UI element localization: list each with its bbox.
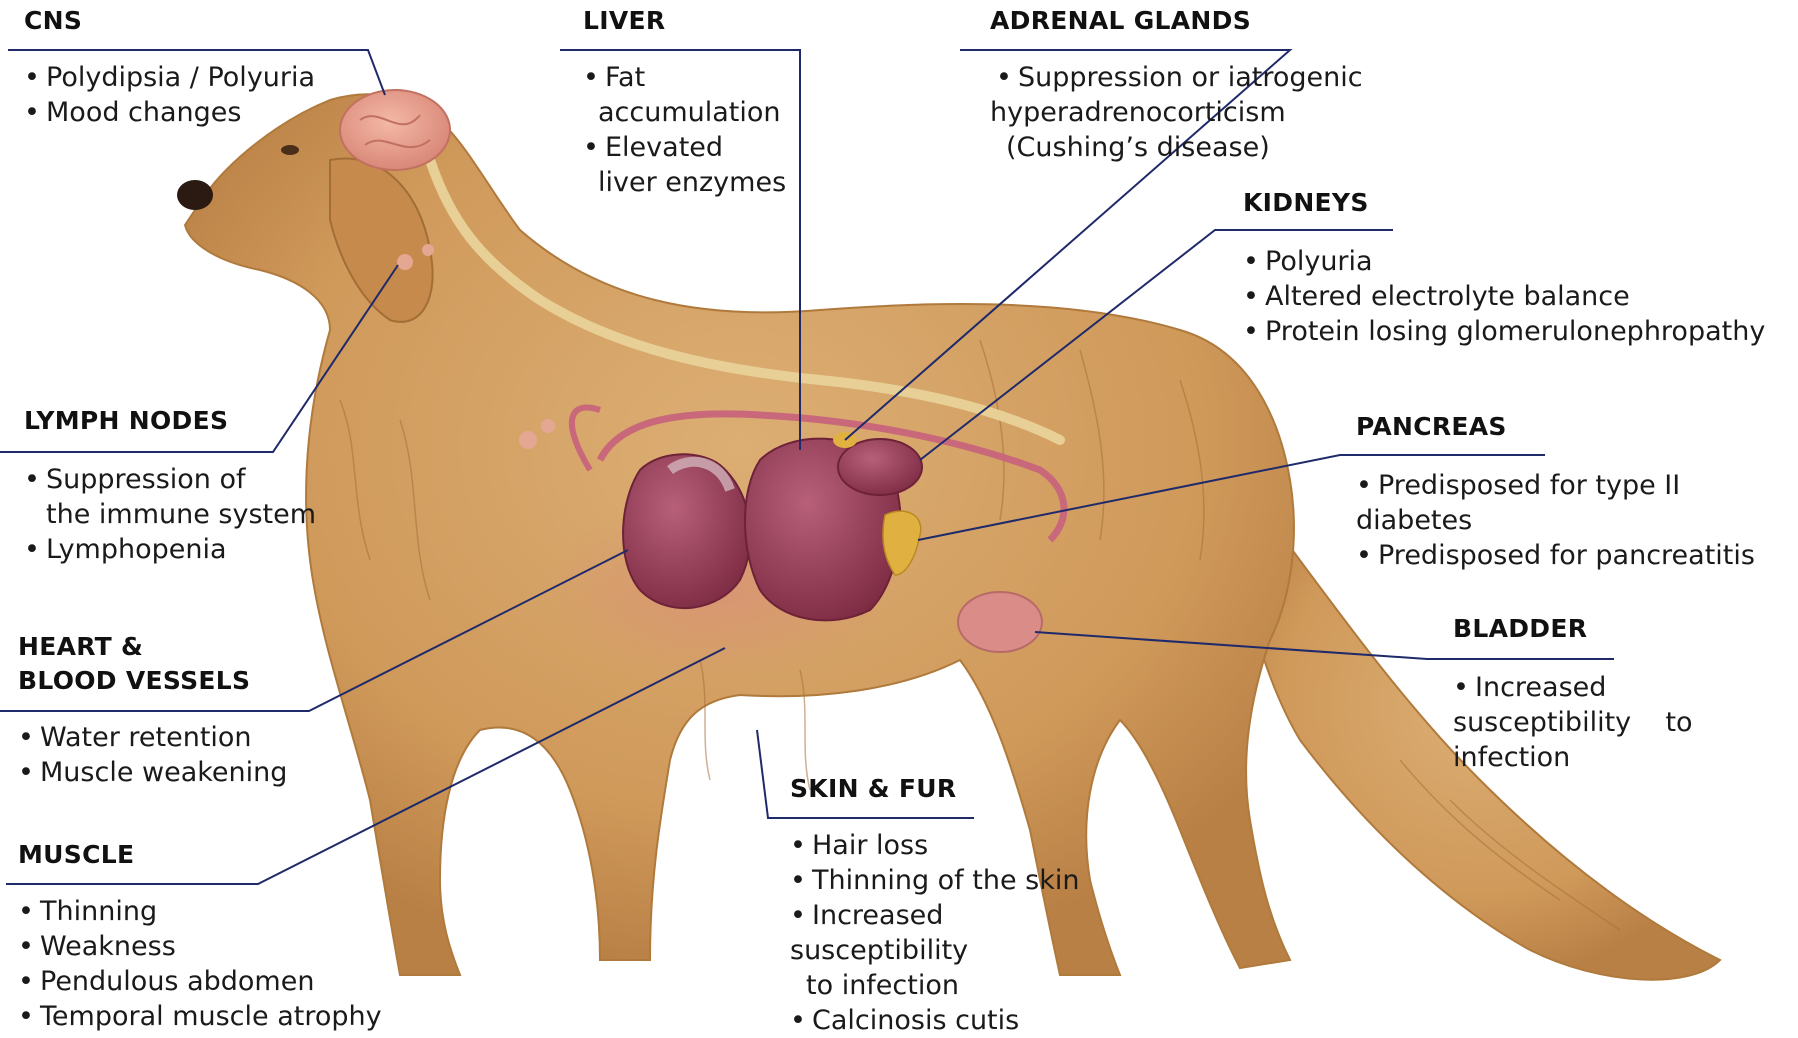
callout-bladder: BLADDER •Increased susceptibility to inf… bbox=[1453, 612, 1693, 775]
callout-title: ADRENAL GLANDS bbox=[990, 4, 1363, 38]
list-item-continuation: hyperadrenocorticism bbox=[990, 95, 1363, 130]
list-item: •Increased bbox=[1453, 670, 1693, 705]
list-item: •Suppression of bbox=[24, 462, 316, 497]
callout-muscle: MUSCLE •Thinning •Weakness •Pendulous ab… bbox=[18, 838, 382, 1034]
list-item-continuation: accumulation bbox=[583, 95, 786, 130]
list-item: •Mood changes bbox=[24, 95, 315, 130]
list-item: •Altered electrolyte balance bbox=[1243, 279, 1765, 314]
list-item: •Temporal muscle atrophy bbox=[18, 999, 382, 1034]
bladder bbox=[958, 592, 1042, 652]
list-item: •Thinning of the skin bbox=[790, 863, 1079, 898]
list-item: •Weakness bbox=[18, 929, 382, 964]
list-item: •Thinning bbox=[18, 894, 382, 929]
callout-title-line1: HEART & bbox=[18, 630, 287, 664]
kidney bbox=[838, 439, 922, 495]
list-item: •Polydipsia / Polyuria bbox=[24, 60, 315, 95]
callout-cns: CNS •Polydipsia / Polyuria •Mood changes bbox=[24, 4, 315, 130]
callout-title: BLADDER bbox=[1453, 612, 1693, 646]
list-item: •Predisposed for type II bbox=[1356, 468, 1755, 503]
heart bbox=[623, 454, 750, 608]
callout-adrenal-glands: ADRENAL GLANDS •Suppression or iatrogeni… bbox=[990, 4, 1363, 165]
callout-kidneys: KIDNEYS •Polyuria •Altered electrolyte b… bbox=[1243, 186, 1765, 349]
list-item: •Suppression or iatrogenic bbox=[990, 60, 1363, 95]
list-item-continuation: infection bbox=[1453, 740, 1693, 775]
list-item: •Polyuria bbox=[1243, 244, 1765, 279]
list-item: •Water retention bbox=[18, 720, 287, 755]
callout-liver: LIVER •Fat accumulation •Elevated liver … bbox=[583, 4, 786, 200]
brain bbox=[340, 90, 450, 170]
callout-title: LIVER bbox=[583, 4, 786, 38]
callout-title: SKIN & FUR bbox=[790, 772, 1079, 806]
list-item: •Pendulous abdomen bbox=[18, 964, 382, 999]
callout-title: LYMPH NODES bbox=[24, 404, 316, 438]
callout-title: CNS bbox=[24, 4, 315, 38]
list-item: •Calcinosis cutis bbox=[790, 1003, 1079, 1038]
callout-title-line2: BLOOD VESSELS bbox=[18, 664, 287, 698]
list-item: •Hair loss bbox=[790, 828, 1079, 863]
callout-heart-blood-vessels: HEART & BLOOD VESSELS •Water retention •… bbox=[18, 630, 287, 790]
callout-lymph-nodes: LYMPH NODES •Suppression of the immune s… bbox=[24, 404, 316, 567]
list-item: •Muscle weakening bbox=[18, 755, 287, 790]
list-item: •Protein losing glomerulonephropathy bbox=[1243, 314, 1765, 349]
list-item: •Increased bbox=[790, 898, 1079, 933]
list-item: •Fat bbox=[583, 60, 786, 95]
list-item: •Lymphopenia bbox=[24, 532, 316, 567]
list-item-continuation: susceptibility bbox=[790, 933, 1079, 968]
callout-pancreas: PANCREAS •Predisposed for type II diabet… bbox=[1356, 410, 1755, 573]
callout-title: PANCREAS bbox=[1356, 410, 1755, 444]
callout-title: MUSCLE bbox=[18, 838, 382, 872]
list-item: •Elevated bbox=[583, 130, 786, 165]
list-item-continuation: to infection bbox=[790, 968, 1079, 1003]
list-item-continuation: diabetes bbox=[1356, 503, 1755, 538]
callout-title: KIDNEYS bbox=[1243, 186, 1765, 220]
lymph-node bbox=[397, 254, 413, 270]
callout-skin-fur: SKIN & FUR •Hair loss •Thinning of the s… bbox=[790, 772, 1079, 1038]
list-item-continuation: liver enzymes bbox=[583, 165, 786, 200]
list-item-continuation: (Cushing’s disease) bbox=[990, 130, 1363, 165]
list-item-continuation: the immune system bbox=[24, 497, 316, 532]
list-item: •Predisposed for pancreatitis bbox=[1356, 538, 1755, 573]
list-item-continuation: susceptibility to bbox=[1453, 705, 1693, 740]
